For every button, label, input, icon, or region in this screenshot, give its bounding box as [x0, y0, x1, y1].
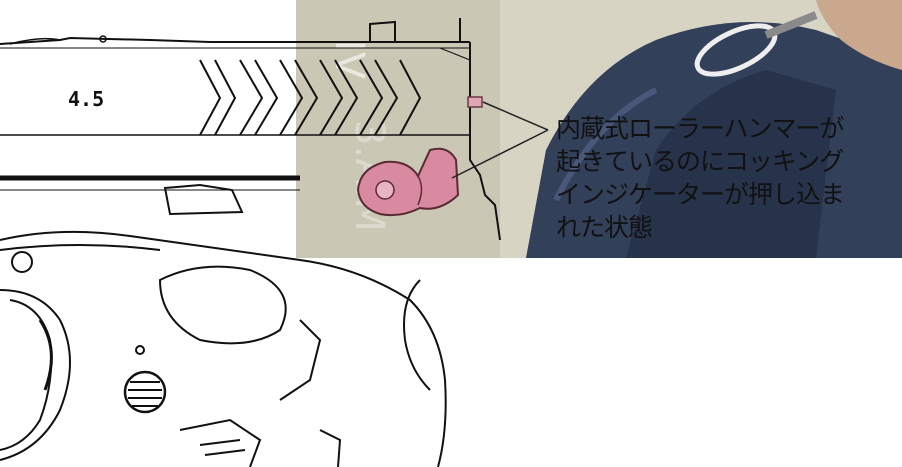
roller-hammer-highlight — [356, 147, 460, 217]
callout-line-1: 内蔵式ローラーハンマーが — [556, 114, 845, 143]
callout-line-2: 起きているのにコッキング — [556, 147, 844, 176]
cocking-indicator — [467, 96, 483, 108]
model-mark: 4.5 — [68, 87, 104, 111]
leader-line-hammer — [451, 129, 549, 179]
leader-line-indicator — [482, 101, 549, 131]
callout-line-4: れた状態 — [556, 213, 653, 242]
svg-text:IV: IV — [326, 40, 372, 80]
callout-text: 内蔵式ローラーハンマーが 起きているのにコッキング インジケーターが押し込ま れ… — [556, 112, 902, 244]
callout-line-3: インジケーターが押し込ま — [556, 180, 845, 209]
